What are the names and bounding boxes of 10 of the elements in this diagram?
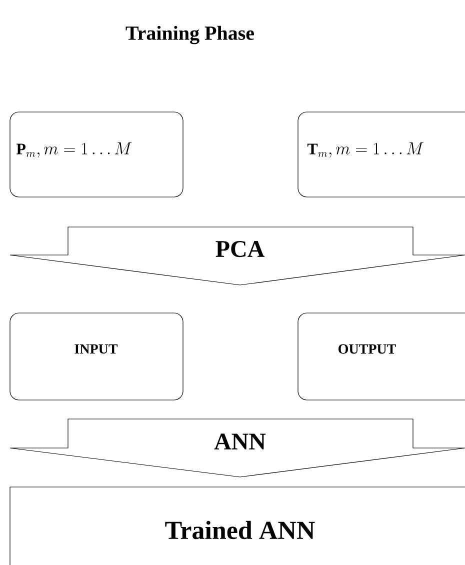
block-arrow <box>10 226 465 286</box>
block-arrow <box>10 418 465 478</box>
edge-label: ANN <box>214 434 266 450</box>
title: Training Phase <box>126 26 254 44</box>
result-box: Trained ANN <box>10 486 465 565</box>
edge-label: PCA <box>216 240 264 258</box>
rounded-box: $\mathbf{T}_m, m = 1\ldots M$ <box>298 112 465 198</box>
rounded-box: $\mathbf{P}_m, m = 1\ldots M$ <box>10 112 184 198</box>
rounded-box: OUTPUT <box>298 312 465 400</box>
rounded-box: INPUT <box>10 312 184 400</box>
